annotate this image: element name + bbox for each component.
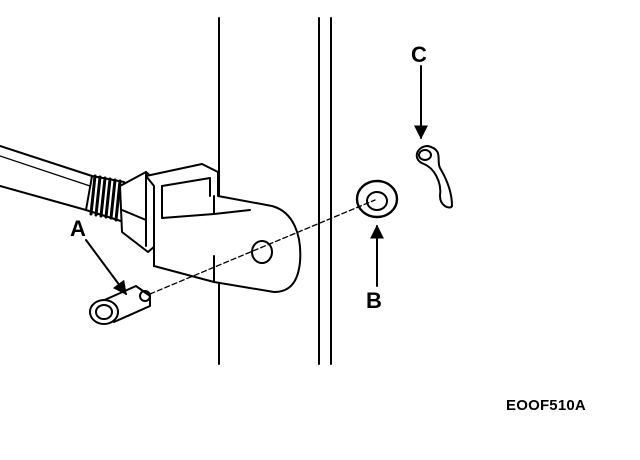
figure-code: EOOF510A [506, 397, 586, 414]
cotter-pin [415, 145, 453, 209]
clevis [145, 163, 302, 293]
threaded-section [85, 174, 125, 223]
rod [0, 145, 93, 211]
callout-label-c: C [411, 42, 427, 67]
arrow-a-icon [85, 239, 127, 296]
washer [355, 179, 399, 219]
vertical-frame-member [218, 17, 332, 365]
pin-axis-centerline [149, 199, 376, 295]
callout-label-b: B [366, 288, 382, 313]
clevis-pin [89, 285, 151, 325]
callout-label-a: A [70, 216, 86, 241]
